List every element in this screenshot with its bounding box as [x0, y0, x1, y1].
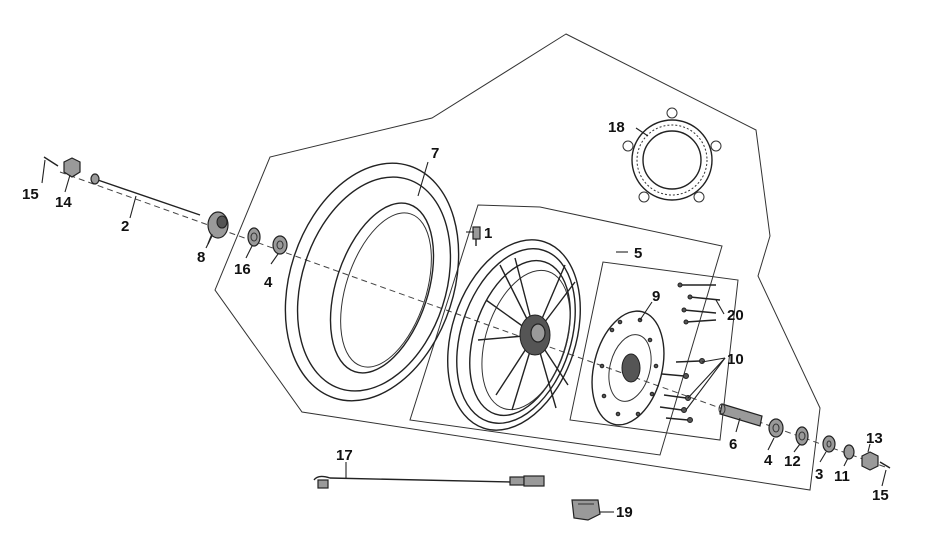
disc-bolts-10 [659, 358, 705, 423]
label-19: 19 [616, 504, 633, 521]
nut-13 [861, 451, 879, 471]
label-15-left: 15 [22, 186, 39, 203]
rim-subframe [409, 204, 723, 456]
washer-11 [843, 444, 855, 460]
oil-seal-12 [795, 426, 809, 446]
pin-15-left [43, 156, 59, 167]
speedo-cable-17 [313, 475, 545, 489]
label-16: 16 [234, 261, 251, 278]
label-6: 6 [729, 436, 737, 453]
label-5: 5 [634, 245, 642, 262]
label-17: 17 [336, 447, 353, 464]
bearing-4-left [272, 235, 288, 255]
sensor-ring-18 [622, 107, 722, 203]
label-20: 20 [727, 307, 744, 324]
label-2: 2 [121, 218, 129, 235]
oil-seal-16 [247, 227, 261, 247]
label-4-left: 4 [264, 274, 273, 291]
label-7: 7 [431, 145, 439, 162]
disc-subframe [569, 261, 739, 441]
rim-5 [447, 239, 581, 431]
tire-7 [284, 162, 460, 402]
bolts-20 [677, 282, 721, 325]
bearing-4-right [768, 418, 784, 438]
assembly-boundary [214, 33, 821, 491]
collar-3 [822, 435, 836, 453]
label-12: 12 [784, 453, 801, 470]
label-1: 1 [484, 225, 492, 242]
label-11: 11 [834, 468, 850, 485]
label-14: 14 [55, 194, 72, 211]
brake-disc-9 [591, 310, 665, 426]
clip-19 [571, 499, 601, 521]
pin-15-right [879, 461, 891, 469]
label-10: 10 [727, 351, 744, 368]
axle-2 [90, 173, 201, 216]
label-3: 3 [815, 466, 823, 483]
label-4-right: 4 [764, 452, 773, 469]
leader-lines [41, 127, 887, 513]
valve-1 [472, 226, 481, 246]
label-13: 13 [866, 430, 883, 447]
label-15-right: 15 [872, 487, 889, 504]
label-9: 9 [652, 288, 660, 305]
nut-14 [63, 157, 81, 178]
speedo-gear-8 [207, 211, 229, 245]
label-18: 18 [608, 119, 625, 136]
collar-6 [718, 403, 763, 427]
label-8: 8 [197, 249, 205, 266]
